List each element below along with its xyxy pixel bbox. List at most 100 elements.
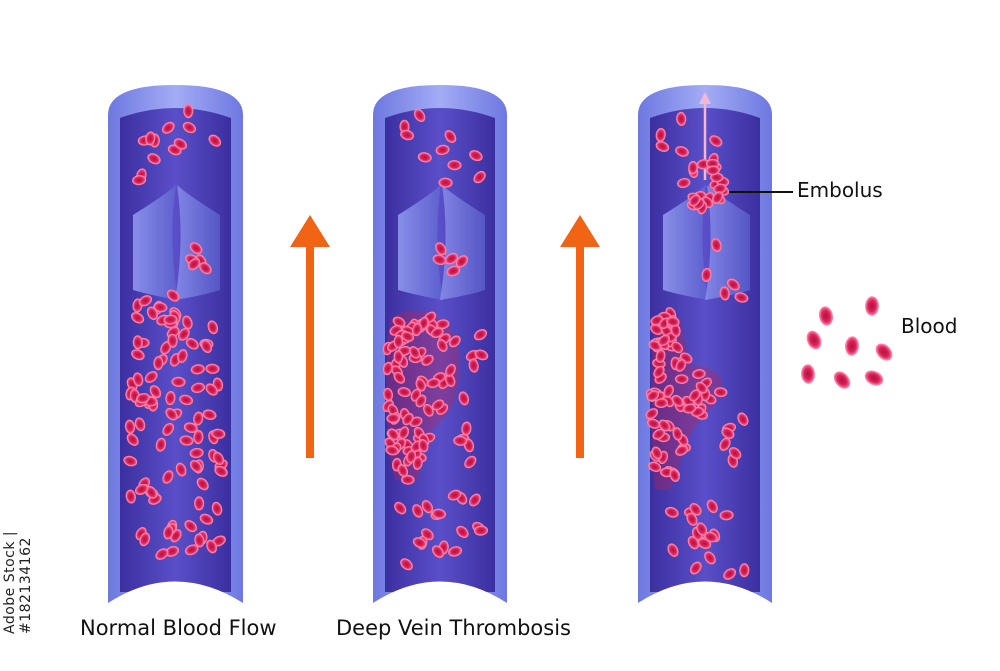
red-blood-cell [412, 537, 427, 549]
red-blood-cell [666, 316, 680, 327]
caption-normal-blood-flow: Normal Blood Flow [80, 616, 277, 640]
red-blood-cell [145, 131, 156, 146]
red-blood-cell [183, 422, 198, 433]
red-blood-cell [139, 532, 151, 547]
red-blood-cell [418, 439, 429, 453]
red-blood-cell [412, 456, 423, 470]
red-blood-cell [206, 539, 218, 554]
stock-watermark-id: Adobe Stock | #182134162 [2, 530, 34, 634]
red-blood-cell [431, 399, 445, 411]
red-blood-cell [167, 333, 178, 348]
red-blood-cell [468, 493, 481, 507]
red-blood-cell [411, 322, 423, 337]
red-blood-cell [682, 403, 697, 414]
red-blood-cell [655, 141, 670, 152]
red-blood-cell [393, 334, 404, 349]
red-blood-cell [175, 462, 187, 477]
red-blood-cell [651, 446, 663, 460]
red-blood-cell [212, 451, 225, 466]
red-blood-cell [214, 465, 228, 477]
red-blood-cell [818, 306, 834, 326]
caption-deep-vein-thrombosis: Deep Vein Thrombosis [336, 616, 571, 640]
red-blood-cell [132, 174, 147, 186]
red-blood-cell [153, 356, 164, 371]
red-blood-cell [412, 504, 424, 518]
red-blood-cell [676, 111, 687, 126]
red-blood-cell [701, 267, 712, 282]
red-blood-cell [155, 437, 167, 452]
red-blood-cell [704, 531, 718, 543]
red-blood-cell [447, 489, 462, 501]
red-blood-cell [727, 278, 740, 291]
red-blood-cell [645, 408, 659, 420]
red-blood-cell [413, 108, 426, 123]
red-blood-cell [739, 563, 750, 578]
red-blood-cell [704, 551, 716, 565]
red-blood-cell [448, 546, 463, 557]
red-blood-cell [123, 455, 138, 467]
red-blood-cell [401, 331, 415, 342]
red-blood-cell [445, 363, 456, 377]
red-blood-cell [177, 327, 190, 341]
red-blood-cell [400, 129, 415, 141]
red-blood-cell [806, 330, 822, 350]
red-blood-cell [455, 255, 469, 268]
red-blood-cell [196, 477, 209, 491]
red-blood-cell [202, 409, 217, 420]
red-blood-cell [406, 449, 417, 464]
red-blood-cell [875, 343, 893, 361]
red-blood-cell [444, 130, 457, 143]
red-blood-cell [183, 104, 194, 119]
red-blood-cell [672, 427, 683, 441]
red-blood-cell [205, 363, 220, 374]
red-blood-cell [134, 483, 149, 495]
red-blood-cell [446, 265, 461, 277]
red-blood-cell [124, 419, 136, 434]
red-blood-cell [146, 306, 158, 321]
red-blood-cell [387, 428, 400, 441]
red-blood-cell [669, 468, 680, 482]
red-blood-cell [689, 561, 702, 575]
red-blood-cell [648, 461, 662, 473]
red-blood-cell [149, 385, 162, 399]
red-blood-cell [125, 489, 136, 504]
red-blood-cell [688, 160, 698, 175]
red-blood-cell [397, 387, 412, 398]
red-blood-cell [163, 525, 174, 540]
red-blood-cell [393, 371, 406, 384]
red-blood-cell [184, 544, 199, 556]
red-blood-cell [208, 134, 222, 147]
red-blood-cell [415, 394, 427, 408]
red-blood-cell [712, 191, 724, 204]
red-blood-cell [657, 334, 670, 347]
red-blood-cell [474, 349, 489, 361]
red-blood-cell [664, 506, 679, 518]
red-blood-cell [468, 358, 479, 373]
red-blood-cell [426, 377, 441, 389]
label-blood: Blood [901, 314, 958, 338]
red-blood-cell [161, 121, 175, 134]
red-blood-cell [436, 339, 448, 352]
red-blood-cell [695, 381, 708, 394]
red-blood-cell [833, 371, 851, 389]
red-blood-cell [386, 413, 400, 424]
red-blood-cell [153, 302, 168, 313]
red-blood-cell [655, 349, 666, 363]
red-blood-cell [675, 146, 689, 157]
red-blood-cell [177, 349, 188, 363]
red-blood-cell [675, 358, 687, 372]
red-blood-cell [131, 312, 145, 324]
red-blood-cell [138, 295, 153, 307]
red-blood-cell [182, 121, 197, 134]
red-blood-cell [409, 346, 421, 359]
red-blood-cell [401, 474, 415, 485]
red-blood-cell [155, 548, 169, 560]
red-blood-cell [431, 545, 445, 558]
red-blood-cell [193, 411, 204, 426]
red-blood-cell [689, 502, 702, 516]
red-blood-cell [737, 412, 749, 426]
red-blood-cell [464, 455, 477, 469]
red-blood-cell [189, 242, 203, 255]
